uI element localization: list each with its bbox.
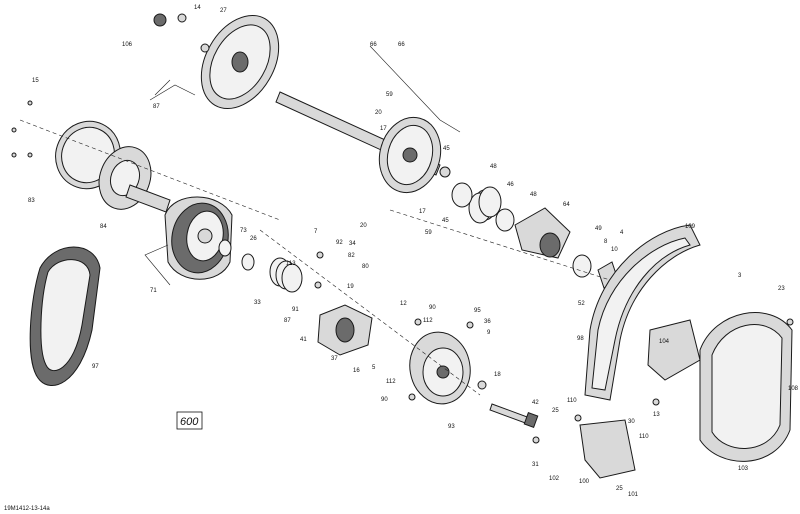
callout-33: 113	[286, 261, 296, 267]
spring-33	[269, 257, 303, 293]
callout-57: 93	[448, 424, 455, 430]
callout-60: 13	[653, 412, 660, 418]
callout-10: 48	[490, 164, 497, 170]
bracket-101	[579, 419, 636, 479]
governor-cup	[409, 331, 471, 405]
callout-50: 98	[577, 336, 584, 342]
callout-23: 109	[685, 224, 696, 230]
callout-59: 42	[532, 400, 539, 406]
callout-4: 66	[370, 42, 377, 48]
callout-71: 103	[738, 466, 749, 472]
callout-27: 10	[611, 247, 618, 253]
assembly-axis-lines	[19, 119, 611, 396]
callout-63: 110	[567, 398, 577, 404]
callout-64: 30	[628, 419, 635, 425]
sliding-sheave-drum	[164, 196, 233, 280]
callout-11: 46	[507, 182, 514, 188]
callout-30: 92	[336, 240, 343, 246]
callout-14: 48	[530, 192, 537, 198]
cam-64	[514, 207, 571, 259]
callout-18: 20	[360, 223, 367, 229]
callout-54: 5	[372, 365, 376, 371]
callout-62: 25	[552, 408, 559, 414]
callout-29: 7	[314, 229, 318, 235]
callout-52: 37	[331, 356, 338, 362]
callout-21: 45	[442, 218, 449, 224]
callout-19: 17	[419, 209, 426, 215]
callout-0: 14	[194, 5, 201, 11]
guard-104	[647, 319, 701, 381]
callout-13: 84	[100, 224, 107, 230]
belt-guard	[584, 224, 701, 401]
callout-49: 9	[487, 330, 491, 336]
callout-66: 31	[532, 462, 539, 468]
callout-12: 83	[28, 198, 35, 204]
callout-20: 59	[425, 230, 432, 236]
callout-47: 95	[474, 308, 481, 314]
callout-45: 90	[429, 305, 436, 311]
callout-2: 106	[122, 42, 133, 48]
callout-56: 90	[381, 397, 388, 403]
callout-68: 100	[579, 479, 590, 485]
callout-3: 87	[153, 104, 160, 110]
callout-22: 66	[398, 42, 405, 48]
callout-44: 12	[400, 301, 407, 307]
callout-26: 8	[604, 239, 608, 245]
callout-38: 33	[254, 300, 261, 306]
callout-39: 19	[347, 284, 354, 290]
callout-7: 20	[375, 110, 382, 116]
callout-58: 18	[494, 372, 501, 378]
callout-48: 36	[484, 319, 491, 325]
callout-65: 110	[639, 434, 649, 440]
driven-sheave-disc	[200, 14, 280, 110]
callout-43: 41	[300, 337, 307, 343]
callout-17: 26	[250, 236, 257, 242]
callout-69: 25	[616, 486, 623, 492]
callout-70: 101	[628, 492, 639, 498]
callout-67: 102	[549, 476, 560, 482]
small-hardware	[11, 13, 794, 444]
ring-49	[572, 254, 592, 278]
callout-labels: 14 27 106 87 66 15 59 20 17 45 48 46 83 …	[28, 5, 799, 498]
callout-9: 45	[443, 146, 450, 152]
drawing-code: 19M1412-13-14a	[4, 506, 50, 512]
callout-24: 4	[620, 230, 624, 236]
cover-103	[699, 312, 793, 462]
leader-lines	[144, 45, 461, 286]
callout-31: 34	[349, 241, 356, 247]
callout-53: 16	[353, 368, 360, 374]
callout-32: 82	[348, 253, 355, 259]
slider-block	[317, 304, 373, 356]
model-box-label: 600	[180, 416, 199, 428]
spring-46	[468, 186, 502, 224]
callout-28: 71	[150, 288, 157, 294]
bolt-42	[489, 403, 539, 428]
callout-46: 112	[423, 318, 433, 324]
callout-35: 3	[738, 273, 742, 279]
washer-48	[451, 182, 473, 208]
callout-61: 108	[788, 386, 799, 392]
spider-assembly	[378, 116, 442, 194]
callout-6: 59	[386, 92, 393, 98]
callout-25: 49	[595, 226, 602, 232]
callout-36: 23	[778, 286, 785, 292]
callout-37: 52	[578, 301, 585, 307]
callout-40: 91	[292, 307, 299, 313]
callout-34: 80	[362, 264, 369, 270]
callout-42: 87	[284, 318, 291, 324]
callout-16: 73	[240, 228, 247, 234]
callout-5: 15	[32, 78, 39, 84]
drive-belt	[29, 246, 101, 387]
model-box: 600	[176, 411, 203, 430]
callout-1: 27	[220, 8, 227, 14]
washer-48b	[495, 208, 515, 232]
callout-8: 17	[380, 126, 387, 132]
callout-41: 97	[92, 364, 99, 370]
callout-51: 104	[659, 339, 670, 345]
callout-15: 64	[563, 202, 570, 208]
callout-55: 112	[386, 379, 396, 385]
